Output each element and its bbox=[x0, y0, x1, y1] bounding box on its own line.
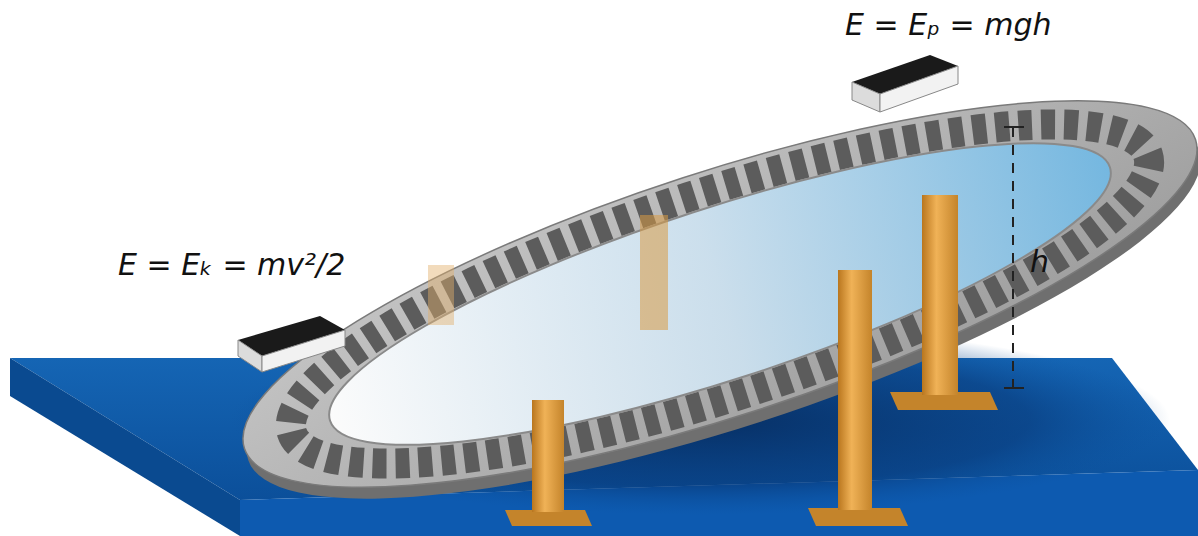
kinetic-energy-formula: E = Eₖ = mv²/2 bbox=[118, 248, 345, 281]
sliding-block bbox=[238, 316, 345, 372]
pillar bbox=[890, 195, 998, 410]
pillar bbox=[428, 265, 454, 325]
height-dimension bbox=[1004, 127, 1024, 388]
ring-track bbox=[207, 23, 1198, 536]
platform-side bbox=[10, 358, 240, 536]
pillar bbox=[640, 215, 668, 330]
sliding-block bbox=[852, 55, 958, 112]
potential-energy-formula: E = Eₚ = mgh bbox=[845, 8, 1051, 41]
pillar bbox=[505, 400, 592, 526]
height-label: h bbox=[1030, 245, 1049, 278]
